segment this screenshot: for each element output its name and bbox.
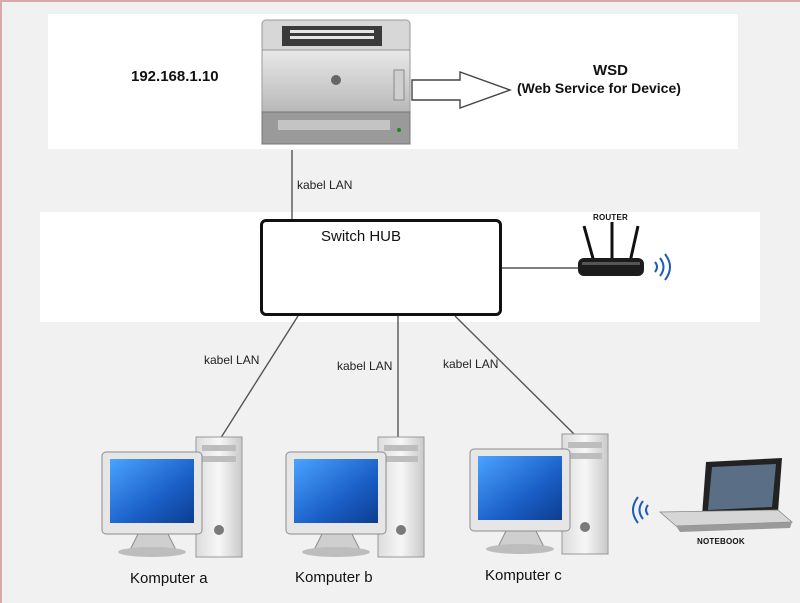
computer-a-icon bbox=[101, 436, 243, 558]
notebook-wifi-icon bbox=[632, 496, 649, 524]
computer-a-lan-label: kabel LAN bbox=[204, 353, 260, 367]
computer-b-lan-label: kabel LAN bbox=[337, 359, 393, 373]
printer-lan-label: kabel LAN bbox=[297, 178, 353, 192]
printer-icon bbox=[261, 19, 411, 145]
computer-b-icon bbox=[285, 436, 425, 558]
notebook-label: NOTEBOOK bbox=[697, 537, 745, 546]
hub-computer-c-cable bbox=[454, 315, 576, 436]
computer-b-label: Komputer b bbox=[295, 569, 373, 586]
printer-ip-label: 192.168.1.10 bbox=[131, 68, 219, 85]
switch-hub-title: Switch HUB bbox=[321, 228, 402, 245]
computer-c-lan-label: kabel LAN bbox=[443, 357, 499, 371]
computer-a-label: Komputer a bbox=[130, 570, 208, 587]
notebook-icon bbox=[658, 458, 794, 532]
wsd-arrow-icon bbox=[411, 71, 513, 109]
router-wifi-icon bbox=[654, 253, 671, 281]
switch-hub-box: Switch HUB bbox=[260, 219, 502, 316]
connection-lines bbox=[209, 150, 578, 456]
hub-computer-a-cable bbox=[209, 315, 299, 456]
router-icon bbox=[578, 222, 644, 276]
computer-c-label: Komputer c bbox=[485, 567, 562, 584]
wsd-subtitle: (Web Service for Device) bbox=[517, 80, 681, 96]
computer-c-icon bbox=[469, 433, 609, 555]
wsd-title: WSD bbox=[593, 62, 628, 79]
router-label: ROUTER bbox=[593, 213, 628, 222]
